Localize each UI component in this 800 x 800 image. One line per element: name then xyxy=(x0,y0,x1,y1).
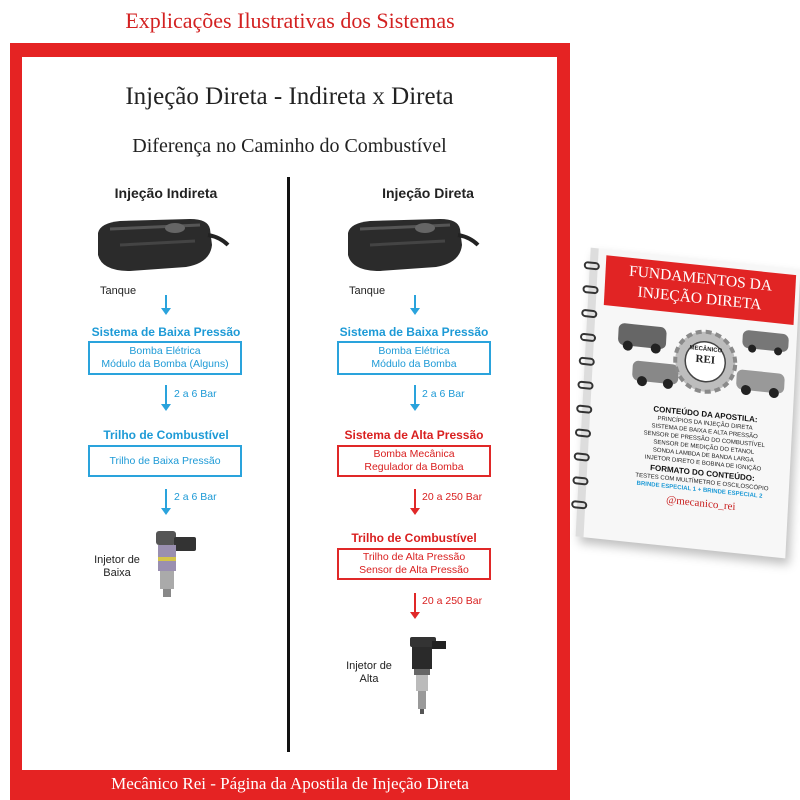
indirect-title: Injeção Indireta xyxy=(114,185,218,201)
high-injector-image xyxy=(410,637,446,714)
spiral-ring xyxy=(583,260,600,271)
box-line: Trilho de Baixa Pressão xyxy=(109,454,221,467)
direct-injector-label: Injetor de Alta xyxy=(334,660,404,686)
indirect-injector-label: Injetor de Baixa xyxy=(82,554,152,580)
direct-low-pressure-box: Bomba Elétrica Módulo da Bomba xyxy=(337,341,491,375)
direct-rail-title: Trilho de Combustível xyxy=(351,531,477,545)
book-cover: FUNDAMENTOS DA INJEÇÃO DIRETA MECÂNICO R… xyxy=(571,247,800,559)
spiral-ring xyxy=(574,428,592,438)
spiral-ring xyxy=(577,380,594,391)
arrow-down-icon xyxy=(410,593,420,619)
box-line: Regulador da Bomba xyxy=(364,461,464,473)
book-cover-illustration xyxy=(618,323,789,398)
spiral-ring xyxy=(576,404,593,414)
fuel-tank-image xyxy=(98,219,230,271)
box-line: Sensor de Alta Pressão xyxy=(359,564,469,576)
direct-pressure-1: 2 a 6 Bar xyxy=(422,388,465,400)
indirect-rail-title: Trilho de Combustível xyxy=(103,428,229,442)
indirect-pressure-1: 2 a 6 Bar xyxy=(174,388,217,400)
column-divider xyxy=(287,177,290,752)
spiral-ring xyxy=(579,332,597,343)
box-line: Módulo da Bomba xyxy=(371,358,457,370)
fuel-tank-image xyxy=(348,219,480,271)
arrow-down-icon xyxy=(161,295,171,315)
direct-rail-box: Trilho de Alta Pressão Sensor de Alta Pr… xyxy=(337,548,491,580)
label-line: Baixa xyxy=(103,567,131,579)
direct-high-pressure-box: Bomba Mecânica Regulador da Bomba xyxy=(337,445,491,477)
direct-title: Injeção Direta xyxy=(382,185,474,201)
indirect-low-pressure-box: Bomba Elétrica Módulo da Bomba (Alguns) xyxy=(88,341,242,375)
label-line: Injetor de xyxy=(94,554,140,566)
label-line: Injetor de xyxy=(346,660,392,672)
arrow-down-icon xyxy=(161,385,171,411)
page-title: Injeção Direta - Indireta x Direta xyxy=(125,83,454,110)
box-line: Módulo da Bomba (Alguns) xyxy=(101,358,229,370)
box-line: Bomba Mecânica xyxy=(373,448,455,460)
direct-high-pressure-title: Sistema de Alta Pressão xyxy=(344,428,484,442)
direct-low-pressure-title: Sistema de Baixa Pressão xyxy=(339,325,489,339)
page-subtitle: Diferença no Caminho do Combustível xyxy=(132,135,447,157)
spiral-ring xyxy=(573,452,590,462)
direct-pressure-3: 20 a 250 Bar xyxy=(422,595,483,607)
apostila-page: Injeção Direta - Indireta x Direta Difer… xyxy=(22,57,557,770)
indirect-tank-label: Tanque xyxy=(100,285,137,297)
header-title: Explicações Ilustrativas dos Sistemas xyxy=(125,8,455,33)
spiral-ring xyxy=(571,499,588,510)
book-logo-text: MECÂNICO REI xyxy=(685,344,726,368)
arrow-down-icon xyxy=(410,489,420,515)
spiral-ring xyxy=(578,356,595,367)
direct-tank-label: Tanque xyxy=(349,285,386,297)
label-line: Alta xyxy=(359,673,379,685)
indirect-pressure-2: 2 a 6 Bar xyxy=(174,491,217,503)
spiral-ring xyxy=(572,476,589,486)
spiral-ring xyxy=(581,308,598,319)
box-line: Bomba Elétrica xyxy=(378,345,450,357)
spiral-ring xyxy=(582,284,599,295)
indirect-rail-box: Trilho de Baixa Pressão xyxy=(88,445,242,477)
indirect-low-pressure-title: Sistema de Baixa Pressão xyxy=(91,325,241,339)
direct-pressure-2: 20 a 250 Bar xyxy=(422,491,483,503)
arrow-down-icon xyxy=(410,295,420,315)
arrow-down-icon xyxy=(161,489,171,515)
arrow-down-icon xyxy=(410,385,420,411)
box-line: Bomba Elétrica xyxy=(129,345,201,357)
box-line: Trilho de Alta Pressão xyxy=(362,551,466,563)
footer-text: Mecânico Rei - Página da Apostila de Inj… xyxy=(111,774,469,793)
low-injector-image xyxy=(156,531,196,597)
